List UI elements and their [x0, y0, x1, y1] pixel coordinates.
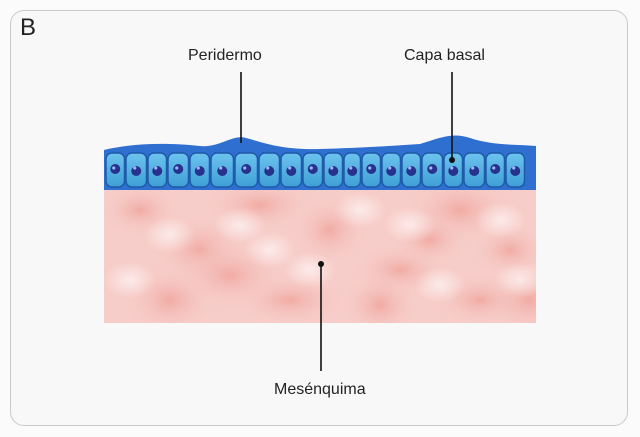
- mesenchyme-highlight: [214, 207, 266, 243]
- basal-cell: [323, 152, 344, 188]
- mesenchyme-tissue: [104, 183, 536, 323]
- basal-cell: [147, 152, 168, 188]
- basal-cell: [125, 152, 148, 188]
- basal-cell: [167, 152, 190, 188]
- nucleus-highlight: [219, 166, 223, 170]
- nucleus-highlight: [368, 166, 372, 170]
- mesenchyme-highlight: [284, 252, 336, 288]
- nucleus-highlight: [429, 166, 433, 170]
- mesenchyme-highlight: [474, 202, 526, 238]
- nucleus-highlight: [349, 166, 353, 170]
- mesenchyme-highlight: [384, 207, 436, 243]
- label-capa-basal: Capa basal: [404, 47, 485, 64]
- cell-nucleus: [427, 164, 438, 174]
- nucleus-highlight: [492, 166, 496, 170]
- basal-cell: [401, 152, 422, 188]
- nucleus-highlight: [154, 166, 158, 170]
- basal-cell: [485, 152, 506, 188]
- basal-cell: [210, 152, 235, 188]
- mesenchyme-highlight: [414, 267, 466, 303]
- cell-nucleus: [307, 164, 318, 174]
- mesenchyme-highlight: [244, 232, 296, 268]
- basal-cell-layer: [105, 152, 526, 188]
- basal-cell: [505, 152, 526, 188]
- basal-cell: [280, 152, 303, 188]
- capa-basal-pointer-dot: [449, 157, 455, 163]
- basal-cell: [189, 152, 211, 188]
- basal-cell: [105, 152, 126, 188]
- nucleus-highlight: [133, 166, 137, 170]
- panel-letter: B: [20, 14, 37, 41]
- basal-cell: [343, 152, 362, 188]
- basal-cell: [361, 152, 382, 188]
- mesenchyme-highlight: [334, 192, 386, 228]
- mesenchyme-highlight: [494, 262, 536, 298]
- mesenchyme-highlight: [144, 217, 196, 253]
- cell-nucleus: [490, 164, 501, 174]
- cell-nucleus: [110, 164, 121, 174]
- nucleus-highlight: [408, 166, 412, 170]
- nucleus-highlight: [450, 166, 454, 170]
- basal-cell: [421, 152, 444, 188]
- basal-cell: [258, 152, 281, 188]
- cell-nucleus: [241, 164, 252, 174]
- mesenchyme-highlight: [104, 262, 156, 298]
- cell-nucleus: [173, 164, 184, 174]
- nucleus-highlight: [288, 166, 292, 170]
- basal-cell: [443, 152, 464, 188]
- label-mesenquima: Mesénquima: [274, 381, 366, 398]
- basal-cell: [463, 152, 486, 188]
- nucleus-highlight: [471, 166, 475, 170]
- nucleus-highlight: [175, 166, 179, 170]
- nucleus-highlight: [266, 166, 270, 170]
- nucleus-highlight: [388, 166, 392, 170]
- nucleus-highlight: [512, 166, 516, 170]
- nucleus-highlight: [309, 166, 313, 170]
- nucleus-highlight: [330, 166, 334, 170]
- mesenchyme-blotch: [342, 271, 418, 323]
- basal-cell: [234, 152, 259, 188]
- nucleus-highlight: [196, 166, 200, 170]
- basal-cell: [381, 152, 402, 188]
- mesenquima-pointer-dot: [318, 261, 324, 267]
- nucleus-highlight: [112, 166, 116, 170]
- label-peridermo: Peridermo: [188, 47, 262, 64]
- cell-nucleus: [366, 164, 377, 174]
- basal-cell: [302, 152, 324, 188]
- nucleus-highlight: [243, 166, 247, 170]
